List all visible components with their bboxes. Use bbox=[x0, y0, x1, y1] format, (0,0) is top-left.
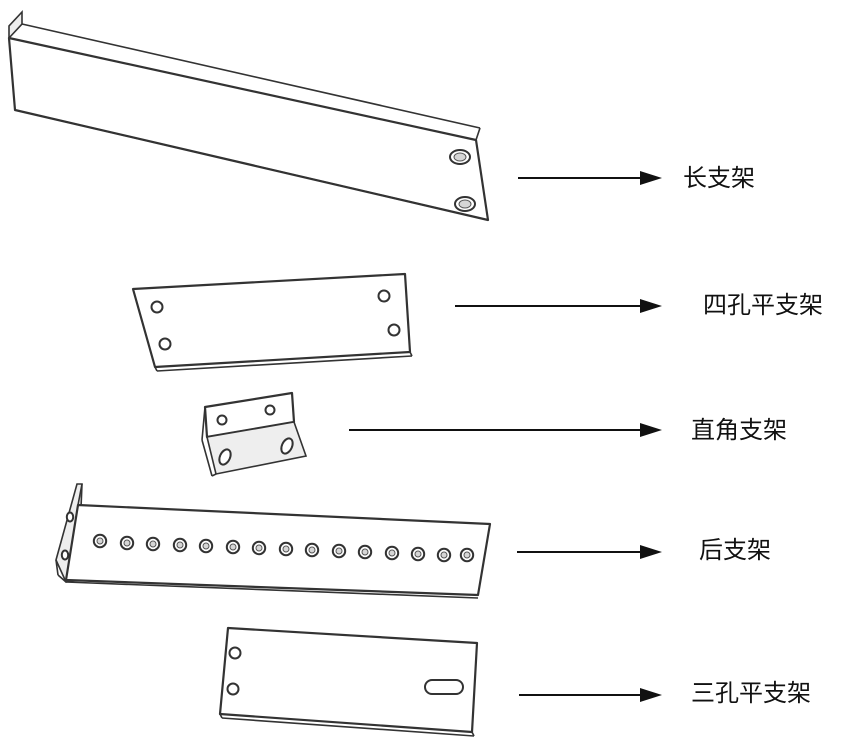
rear-bracket-label: 后支架 bbox=[699, 536, 771, 564]
right-angle-bracket-label: 直角支架 bbox=[691, 416, 787, 444]
arrow-long-bracket bbox=[518, 171, 662, 185]
arrow-rear-bracket bbox=[517, 545, 662, 559]
four-hole-flat-bracket-drawing bbox=[131, 272, 413, 372]
arrow-three-hole-flat-bracket bbox=[519, 688, 662, 702]
arrow-four-hole-flat-bracket bbox=[455, 299, 662, 313]
arrow-right-angle-bracket bbox=[349, 423, 662, 437]
rear-bracket-hole-row bbox=[92, 533, 475, 563]
three-hole-flat-bracket-label: 三孔平支架 bbox=[691, 679, 811, 707]
long-bracket-label: 长支架 bbox=[683, 164, 755, 192]
right-angle-bracket-drawing bbox=[201, 391, 308, 477]
four-hole-flat-bracket-label: 四孔平支架 bbox=[703, 291, 823, 319]
long-bracket-drawing bbox=[7, 9, 490, 222]
rear-bracket-drawing bbox=[55, 483, 492, 599]
three-hole-flat-bracket-drawing bbox=[218, 626, 479, 737]
